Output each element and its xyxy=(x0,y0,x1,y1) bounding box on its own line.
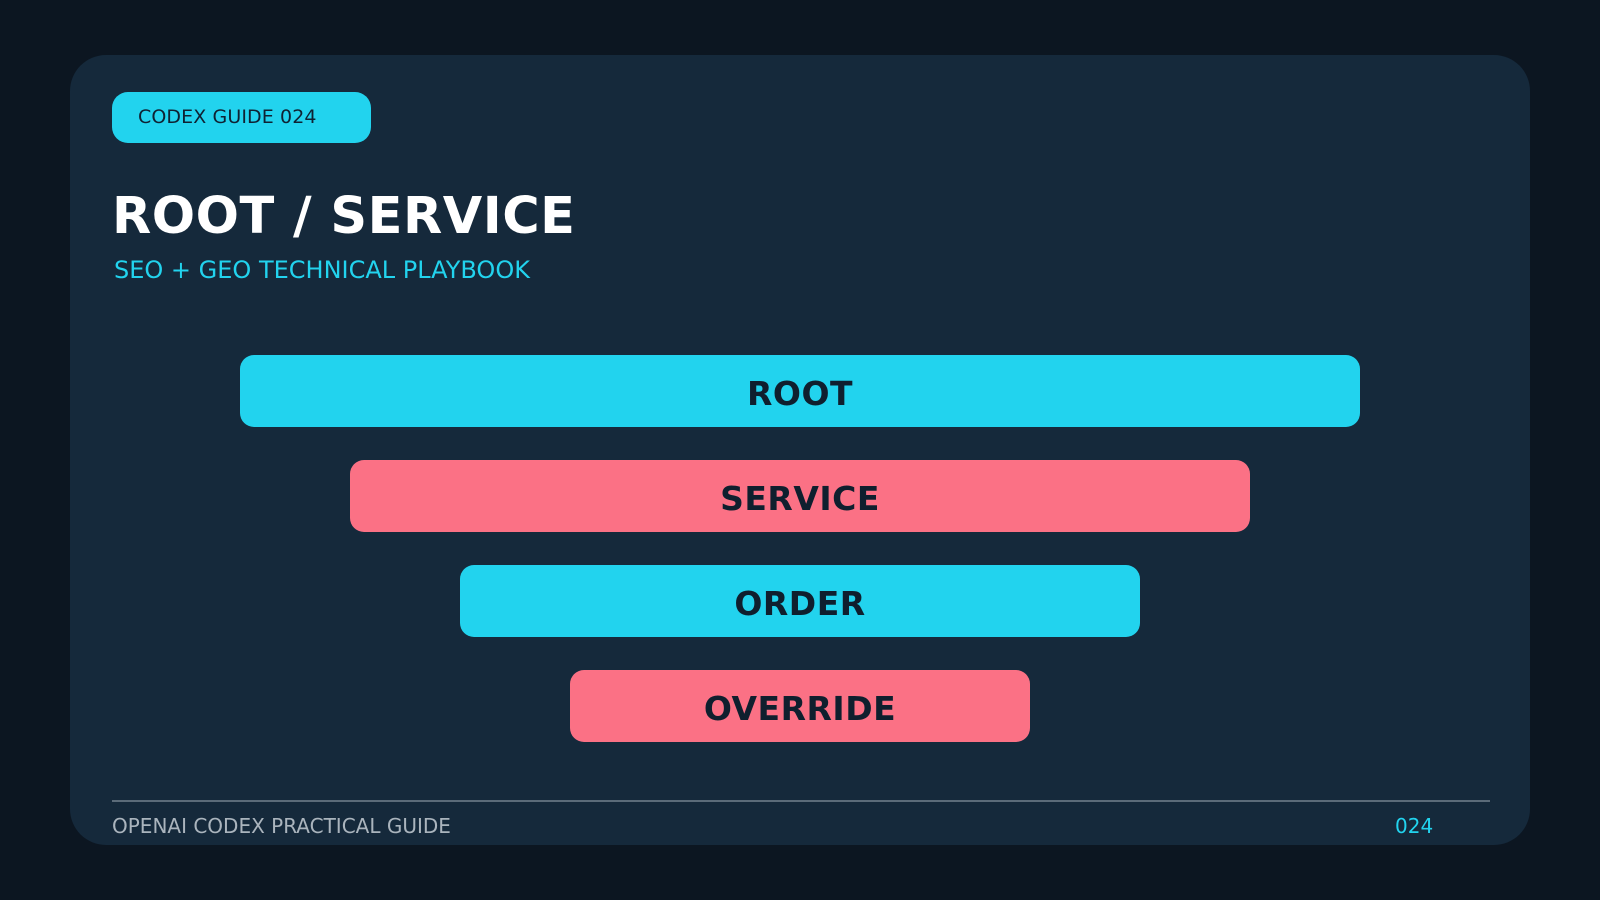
layer-stack: ROOT SERVICE ORDER OVERRIDE xyxy=(70,55,1530,845)
layer-service: SERVICE xyxy=(350,460,1250,532)
layer-label: OVERRIDE xyxy=(703,688,897,728)
guide-badge: CODEX GUIDE 024 xyxy=(112,92,371,143)
page-subtitle: SEO + GEO TECHNICAL PLAYBOOK xyxy=(114,256,530,284)
footer-divider xyxy=(112,800,1490,802)
page-title: ROOT / SERVICE xyxy=(112,187,576,246)
layer-label: ROOT xyxy=(746,373,854,413)
page-number: 024 xyxy=(1395,814,1434,838)
slide-card: CODEX GUIDE 024 ROOT / SERVICE SEO + GEO… xyxy=(70,55,1530,845)
layer-override: OVERRIDE xyxy=(570,670,1030,742)
layer-label: ORDER xyxy=(734,583,866,623)
layer-order: ORDER xyxy=(460,565,1140,637)
layer-label: SERVICE xyxy=(720,478,880,518)
layer-root: ROOT xyxy=(240,355,1360,427)
footer-guide-name: OPENAI CODEX PRACTICAL GUIDE xyxy=(112,814,451,838)
